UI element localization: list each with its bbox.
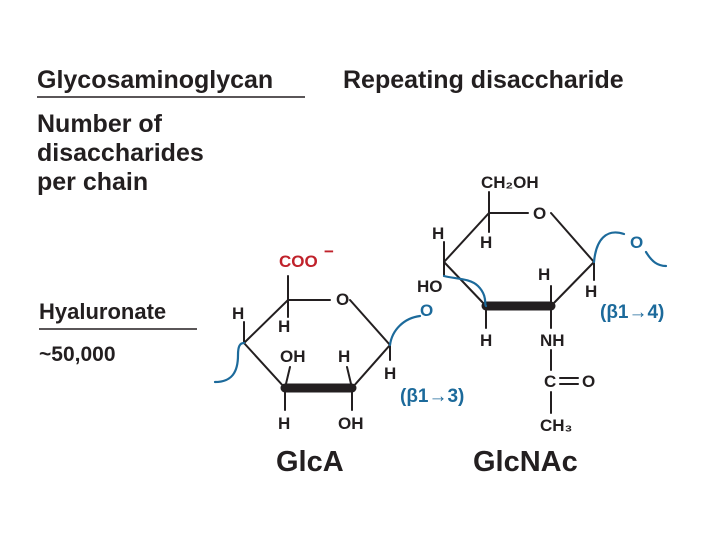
glca-ring-o-bond: [349, 299, 391, 346]
glca-coo-label: COO: [279, 252, 318, 271]
header-number-line2: disaccharides: [37, 139, 204, 167]
glcnac-nh: NH: [540, 331, 565, 350]
beta14-oxygen: O: [630, 233, 643, 252]
glcnac-h-c5: H: [480, 233, 492, 252]
glcnac-ring-oxygen: O: [533, 204, 546, 223]
glca-h-c4-down: H: [278, 414, 290, 433]
beta13-bond-right: [442, 274, 488, 308]
glca-h-c4: H: [232, 304, 244, 323]
glca-h-c1: H: [384, 364, 396, 383]
glca-ring: [243, 275, 391, 411]
row-count: ~50,000: [39, 343, 116, 366]
header-number-line3: per chain: [37, 168, 148, 196]
glca-left-front-bond: [243, 342, 286, 389]
row-name-hyaluronate: Hyaluronate: [39, 299, 166, 324]
glcnac-ch3: CH₃: [540, 416, 572, 435]
header-repeating-disaccharide: Repeating disaccharide: [343, 66, 624, 94]
header-glycosaminoglycan: Glycosaminoglycan: [37, 66, 273, 94]
beta14-bond-right: [644, 250, 668, 268]
glcnac-ring: [443, 191, 595, 414]
glca-ring-oxygen: O: [336, 290, 349, 309]
glca-incoming-bond: [213, 341, 246, 384]
glca-oh-c3: OH: [280, 347, 306, 366]
glcnac-carbonyl-c: C: [544, 372, 556, 391]
header-number-line1: Number of: [37, 110, 163, 138]
glca-h-c5: H: [278, 317, 290, 336]
beta13-label: (β1→3): [400, 386, 464, 407]
glca-c2-h-bond: [346, 366, 353, 389]
glcnac-ch2oh: CH₂OH: [481, 173, 539, 192]
glcnac-h-c4: H: [432, 224, 444, 243]
glca-right-front-bond: [351, 344, 391, 389]
glca-charge-label: −: [324, 242, 334, 261]
glcnac-right-front-bond: [550, 261, 595, 307]
glcnac-ring-o-bond: [550, 212, 595, 263]
glcnac-ho-c3: HO: [417, 277, 443, 296]
beta13-oxygen: O: [420, 301, 433, 320]
beta13-bond-left: [388, 314, 422, 347]
beta14-label: (β1→4): [600, 302, 664, 323]
glcnac-carbonyl-o: O: [582, 372, 595, 391]
glca-oh-c2: OH: [338, 414, 364, 433]
glcnac-left-front-bond: [443, 261, 487, 307]
glcnac-h-c3: H: [480, 331, 492, 350]
beta14-bond-left: [592, 231, 626, 264]
glca-name: GlcA: [276, 446, 344, 478]
glca-h-c2: H: [338, 347, 350, 366]
glcnac-h-c1: H: [585, 282, 597, 301]
glca-c3-oh-bond: [284, 366, 291, 389]
glcnac-name: GlcNAc: [473, 446, 578, 478]
glcnac-h-c2: H: [538, 265, 550, 284]
